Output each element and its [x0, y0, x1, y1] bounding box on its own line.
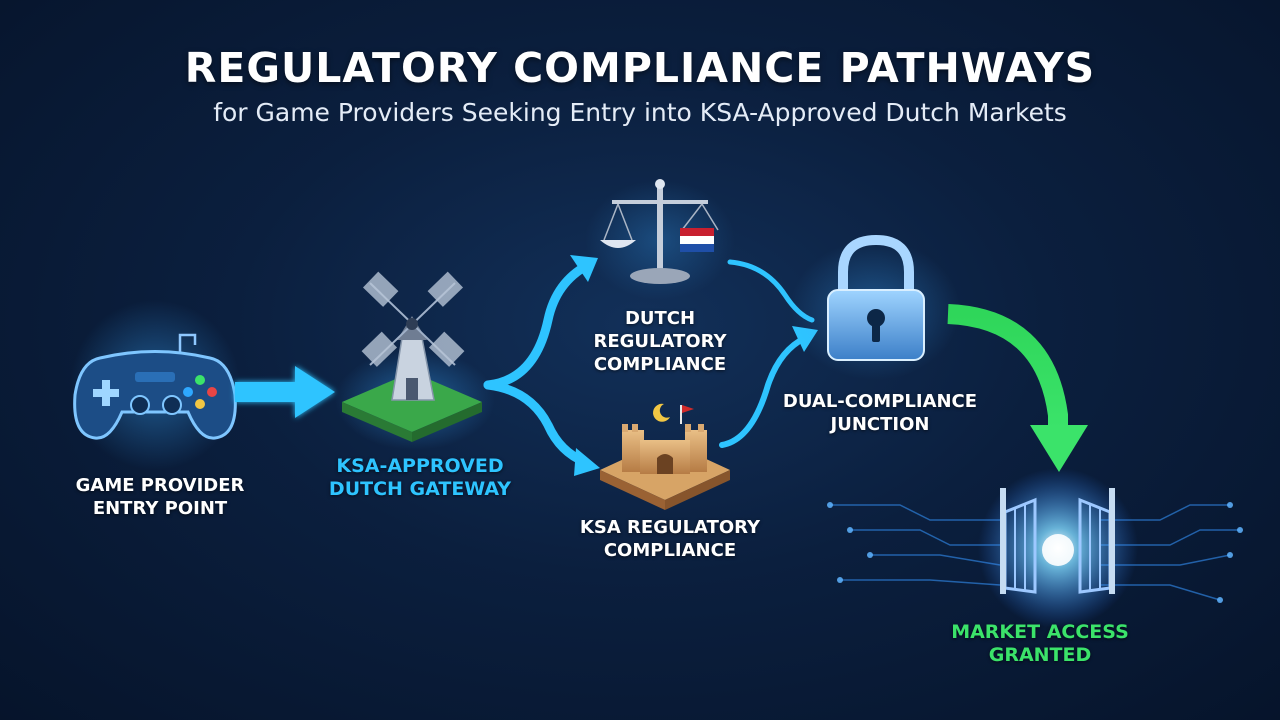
open-gate-icon	[978, 468, 1138, 628]
arrow-entry-to-gateway	[235, 366, 335, 418]
entry-point-label: GAME PROVIDER ENTRY POINT	[75, 475, 245, 519]
market-access-label: MARKET ACCESS GRANTED	[951, 621, 1129, 666]
page-subtitle: for Game Providers Seeking Entry into KS…	[213, 98, 1067, 127]
scales-of-justice-icon	[585, 179, 735, 300]
arrow-gateway-to-dutch	[483, 260, 593, 390]
dutch-compliance-label: DUTCH REGULATORY COMPLIANCE	[593, 308, 727, 375]
arrow-junction-to-market	[947, 304, 1068, 428]
desert-fortress-icon	[600, 403, 730, 510]
windmill-icon	[335, 271, 495, 450]
arrow-ksa-to-junction	[719, 335, 808, 448]
junction-label: DUAL-COMPLIANCE JUNCTION	[782, 391, 978, 435]
page-title: REGULATORY COMPLIANCE PATHWAYS	[184, 44, 1096, 92]
gateway-label: KSA-APPROVED DUTCH GATEWAY	[328, 455, 512, 500]
padlock-icon	[790, 234, 960, 380]
arrow-gateway-to-ksa	[483, 380, 590, 467]
ksa-compliance-label: KSA REGULATORY COMPLIANCE	[579, 517, 761, 561]
game-controller-icon	[70, 300, 240, 470]
